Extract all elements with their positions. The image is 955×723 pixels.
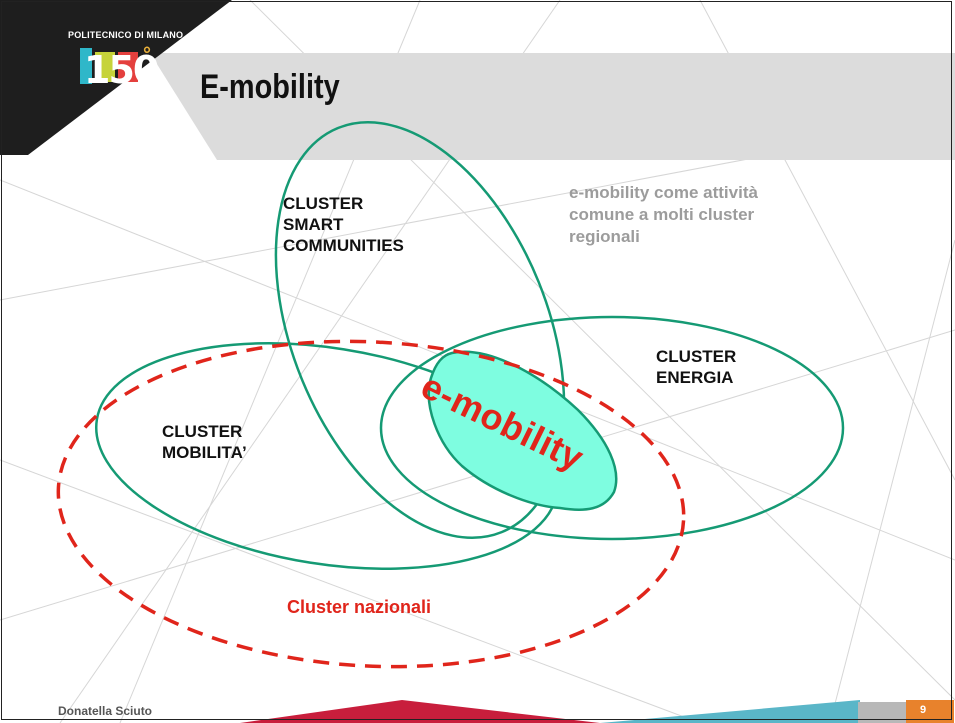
- e-mobility-intersection: [427, 350, 618, 511]
- cluster-smart-line-2: SMART: [283, 215, 344, 234]
- cluster-smart-line-1: CLUSTER: [283, 194, 364, 213]
- note-line-1: e-mobility come attività: [569, 183, 758, 202]
- logo-corner: [0, 0, 232, 155]
- cluster-mobilita-label: CLUSTER MOBILITA’: [162, 421, 312, 463]
- cluster-mobilita-line-1: CLUSTER: [162, 422, 243, 441]
- note-line-2: comune a molti cluster: [569, 205, 755, 224]
- cluster-nazionali-label: Cluster nazionali: [287, 597, 432, 617]
- anniversary-degree: °: [143, 44, 151, 66]
- cluster-smart-line-3: COMMUNITIES: [283, 236, 404, 255]
- institution-name: POLITECNICO DI MILANO: [68, 30, 184, 40]
- anniversary-logo: 150: [84, 48, 159, 92]
- footer-blue-shape: [600, 700, 860, 723]
- page-title: E-mobility: [200, 68, 340, 106]
- page-number: 9: [920, 704, 927, 716]
- logo-box: [80, 48, 92, 84]
- cluster-energia-line-1: CLUSTER: [656, 347, 737, 366]
- cluster-smart-label: CLUSTER SMART COMMUNITIES: [283, 193, 473, 256]
- cluster-energia-ellipse: [379, 315, 845, 541]
- cluster-energia-line-2: ENERGIA: [656, 368, 734, 387]
- note-line-3: regionali: [569, 227, 640, 246]
- footer-red-shape: [240, 700, 600, 723]
- footer-orange-box: [906, 700, 954, 723]
- cluster-mobilita-line-2: MOBILITA’: [162, 443, 247, 462]
- cluster-nazionali-outline: [56, 339, 686, 669]
- author-name: Donatella Sciuto: [58, 704, 153, 718]
- header-band: [150, 53, 955, 160]
- cluster-energia-label: CLUSTER ENERGIA: [656, 346, 776, 388]
- cluster-smart-ellipse: [274, 121, 566, 539]
- note-text: e-mobility come attività comune a molti …: [569, 182, 869, 248]
